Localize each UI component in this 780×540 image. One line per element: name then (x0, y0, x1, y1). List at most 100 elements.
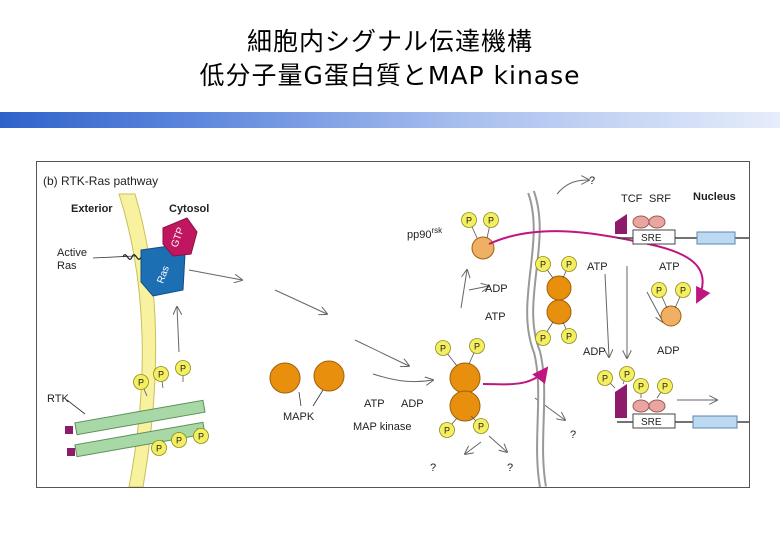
phosphate-group-srf-nuclear (675, 282, 691, 298)
atp-label-mapk: ATP (364, 398, 385, 410)
phosphate-group-lower-tcf (619, 366, 635, 382)
phosphate-label-rtk: P (158, 370, 164, 380)
rtk-ligand-lower (67, 448, 75, 456)
phosphate-label-cytosolic-stack: P (566, 260, 572, 270)
active-ras-label-line2: Ras (57, 260, 77, 272)
atp-label-srf: ATP (659, 261, 680, 273)
pp90rsk-text: pp90 (407, 229, 431, 241)
arrow-rtk-to-ras (177, 307, 179, 353)
upper-srf-left (632, 215, 650, 229)
atp-label-tcf: ATP (587, 261, 608, 273)
phosphate-label-rtk: P (156, 444, 162, 454)
map-kinase-subunit-top (449, 362, 481, 394)
phosphate-label-lower-tcf: P (624, 370, 630, 380)
mapk-pointer-left (298, 391, 302, 407)
arrow-srf-phosphorylation (646, 291, 663, 322)
upper-tcf-shape (615, 214, 627, 234)
lower-gene-box (692, 415, 738, 429)
phosphate-label-lower-tcf: P (602, 374, 608, 384)
pp90rsk-kinase: pp90rsk (407, 226, 495, 260)
rtk-chain-upper (74, 399, 206, 436)
phosphate-label-cytosolic-stack: P (540, 334, 546, 344)
slide-title-line1: 細胞内シグナル伝達機構 (246, 27, 533, 56)
phosphate-group-cytosolic-stack (535, 330, 551, 346)
pp90rsk-label: pp90rsk (407, 226, 443, 241)
gtp-molecule (162, 217, 198, 257)
phosphate-label-cytosolic-stack: P (566, 332, 572, 342)
upper-sre-text: SRE (641, 233, 662, 244)
lower-tcf-shape (615, 384, 627, 418)
phosphate-group-rtk (153, 366, 169, 382)
rtk-pointer (66, 399, 86, 415)
pathway-diagram: (b) RTK-Ras pathway Exterior Cytosol Nuc… (43, 174, 749, 487)
nuclear-envelope (526, 190, 547, 487)
phosphate-label-rtk: P (138, 378, 144, 388)
map-kinase-active: MAP kinase (353, 362, 481, 433)
unknown-target-mapk-left: ? (430, 462, 436, 474)
phosphate-group-lower-tcf (597, 370, 613, 386)
panel-label: (b) RTK-Ras pathway (43, 174, 158, 188)
phosphate-label-lower-srf: P (638, 382, 644, 392)
srf-label: SRF (649, 193, 671, 205)
phosphate-group-map-kinase (435, 340, 451, 356)
phosphate-group-cytosolic-stack (561, 328, 577, 344)
arrow-raf-to-mek (274, 289, 327, 314)
rtk-chain-lower (74, 421, 206, 458)
cytosolic-kinase-stack (546, 275, 572, 325)
upper-gene-box (696, 231, 736, 245)
unknown-target-nuclear: ? (570, 429, 576, 441)
lower-sre-box (632, 413, 676, 429)
phosphate-label-map-kinase: P (440, 344, 446, 354)
phosphate-label-rtk: P (180, 364, 186, 374)
phosphate-label-rtk: P (176, 436, 182, 446)
atp-label-pp90: ATP (485, 311, 506, 323)
adp-label-mapk: ADP (401, 398, 424, 410)
stack-subunit-top (546, 275, 572, 301)
ras-gtp-complex: Ras GTP (140, 217, 198, 297)
phosphate-label-pp90rsk: P (466, 216, 472, 226)
adp-label-tcf: ADP (583, 346, 606, 358)
unknown-target-mapk-right: ? (507, 462, 513, 474)
rtk-ligand-upper (65, 426, 73, 434)
mapk-subunit-right (313, 360, 345, 392)
title-divider-band (0, 112, 780, 128)
phosphate-label-map-kinase: P (444, 426, 450, 436)
nuclear-envelope-inner (528, 191, 545, 487)
map-kinase-label: MAP kinase (353, 421, 412, 433)
phosphate-label-srf-nuclear: P (656, 286, 662, 296)
phosphate-label-rtk: P (198, 432, 204, 442)
srf-phosphorylated-orange (660, 305, 682, 327)
magenta-arrow-mapk-to-nucleus (482, 366, 549, 386)
map-kinase-subunit-bottom (449, 390, 481, 422)
phosphate-label-cytosolic-stack: P (540, 260, 546, 270)
mapk-pointer-right (312, 389, 324, 407)
stack-subunit-bottom (546, 299, 572, 325)
phosphate-group-rtk (133, 374, 149, 390)
phosphate-group-pp90rsk (461, 212, 477, 228)
tcf-label: TCF (621, 193, 643, 205)
slide-title-line2: 低分子量G蛋白質とMAP kinase (199, 61, 581, 90)
phosphate-group-rtk (151, 440, 167, 456)
phosphate-group-map-kinase (469, 338, 485, 354)
nucleus-label: Nucleus (693, 191, 736, 203)
active-ras-pointer (92, 255, 136, 259)
pp90rsk-superscript: rsk (431, 226, 443, 235)
unknown-target-pp90: ? (589, 175, 595, 187)
arrow-mek-to-mapk (354, 339, 409, 366)
cytosol-label: Cytosol (169, 203, 209, 215)
upper-sre-box (632, 229, 676, 245)
rtk-ras-pathway-figure: (b) RTK-Ras pathway Exterior Cytosol Nuc… (36, 161, 750, 488)
upper-tcf-srf-sre: SRE TCF SRF (615, 193, 749, 245)
phosphate-group-lower-srf (657, 378, 673, 394)
adp-label-srf: ADP (657, 345, 680, 357)
arrow-mapk-to-pp90 (460, 270, 467, 309)
rtk-receptor-dimer (65, 399, 206, 458)
active-ras-label-line1: Active (57, 247, 87, 259)
phosphate-group-lower-srf (633, 378, 649, 394)
arrow-mapk-unknown-right (488, 435, 507, 452)
phosphate-label-srf-nuclear: P (680, 286, 686, 296)
phosphate-label-lower-srf: P (662, 382, 668, 392)
mapk-subunit-left (269, 362, 301, 394)
adp-label-pp90: ADP (485, 283, 508, 295)
